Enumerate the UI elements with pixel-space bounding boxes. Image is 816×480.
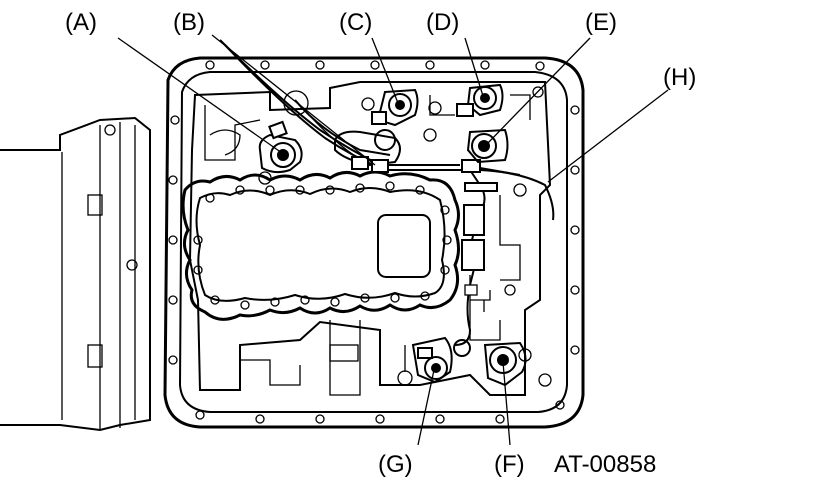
label-f: (F): [494, 451, 525, 478]
solenoid-c: [361, 88, 442, 127]
wiring-harness: [219, 39, 555, 346]
label-e: (E): [585, 9, 617, 36]
leader-lines: [117, 34, 669, 446]
label-d: (D): [426, 9, 459, 36]
label-b: (B): [173, 9, 205, 36]
solenoid-g: [411, 336, 471, 384]
label-a: (A): [65, 9, 97, 36]
callout-labels: (A) (B) (C) (D) (E) (H) (G) (F) AT-00858: [65, 9, 696, 478]
label-c: (C): [339, 9, 372, 36]
figure-id: AT-00858: [554, 451, 656, 478]
solenoid-b: [283, 90, 401, 173]
transmission-case: [0, 116, 151, 432]
solenoid-a: [258, 120, 303, 185]
solenoid-f: [483, 341, 532, 387]
oil-pan-flange: [163, 56, 585, 429]
solenoid-e: [466, 128, 509, 164]
label-h: (H): [663, 64, 696, 91]
label-g: (G): [378, 451, 413, 478]
solenoid-d: [456, 83, 504, 117]
valve-body: [188, 81, 552, 396]
oil-strainer: [181, 170, 460, 321]
